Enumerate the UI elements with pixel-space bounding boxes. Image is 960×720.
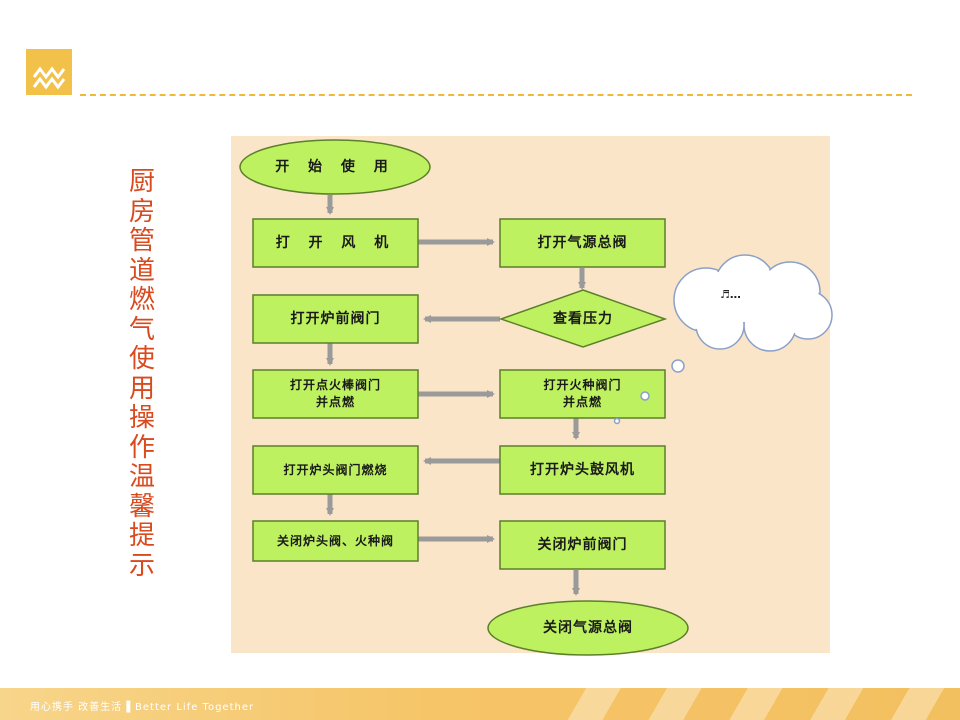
- side-title: 厨房管道燃气使用操作温馨提示: [128, 167, 155, 581]
- node-open-main-valve: [499, 218, 666, 268]
- footer-stripes: [540, 688, 960, 720]
- company-logo: [26, 49, 72, 95]
- node-open-fan: [252, 218, 419, 268]
- node-open-igniter-valve: [252, 369, 419, 419]
- node-open-pilot-valve-label: 打开火种阀门 并点燃: [543, 378, 622, 409]
- footer-bar: 用心携手 改善生活 ▌Better Life Together: [0, 688, 960, 720]
- node-open-blower: [499, 445, 666, 495]
- node-check-pressure: [498, 289, 668, 348]
- header-divider: [80, 94, 912, 96]
- thought-cloud-fill: [675, 256, 831, 350]
- node-open-burner-valve: [252, 445, 419, 495]
- thought-bubble-large: [671, 359, 685, 373]
- thought-bubble-medium: [640, 391, 650, 401]
- node-open-blower-label: 打开炉头鼓风机: [530, 461, 635, 478]
- node-open-main-valve-label: 打开气源总阀: [537, 234, 628, 251]
- node-open-igniter-valve-label: 打开点火棒阀门 并点燃: [289, 378, 381, 409]
- node-open-pilot-valve: [499, 369, 666, 419]
- cloud-text: ♬…: [720, 288, 741, 301]
- thought-bubble-small: [613, 417, 621, 425]
- node-close-front-valve-label: 关闭炉前阀门: [537, 536, 628, 553]
- node-open-fan-label: 打 开 风 机: [275, 234, 396, 251]
- node-close-burner-pilot-label: 关闭炉头阀、火种阀: [276, 533, 394, 548]
- node-open-front-valve-label: 打开炉前阀门: [290, 310, 381, 327]
- node-open-front-valve: [252, 294, 419, 344]
- node-close-main-valve-label: 关闭气源总阀: [543, 619, 633, 636]
- node-close-main-valve: [487, 600, 689, 656]
- node-open-burner-valve-label: 打开炉头阀门燃烧: [283, 462, 388, 477]
- node-start-label: 开 始 使 用: [275, 158, 395, 175]
- node-start: [239, 139, 431, 195]
- logo-mark-icon: [32, 66, 66, 90]
- node-close-burner-pilot: [252, 520, 419, 562]
- node-close-front-valve: [499, 520, 666, 570]
- node-check-pressure-label: 查看压力: [553, 310, 613, 327]
- footer-tagline: 用心携手 改善生活 ▌Better Life Together: [30, 702, 255, 713]
